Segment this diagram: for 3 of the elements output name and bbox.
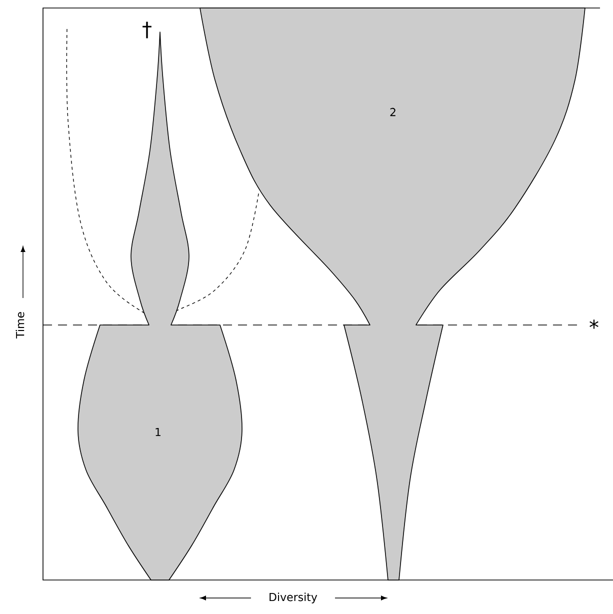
axis-label: Time [16,312,24,338]
clade-spindle: 2 [200,8,586,580]
axis-label: Diversity [270,592,318,604]
